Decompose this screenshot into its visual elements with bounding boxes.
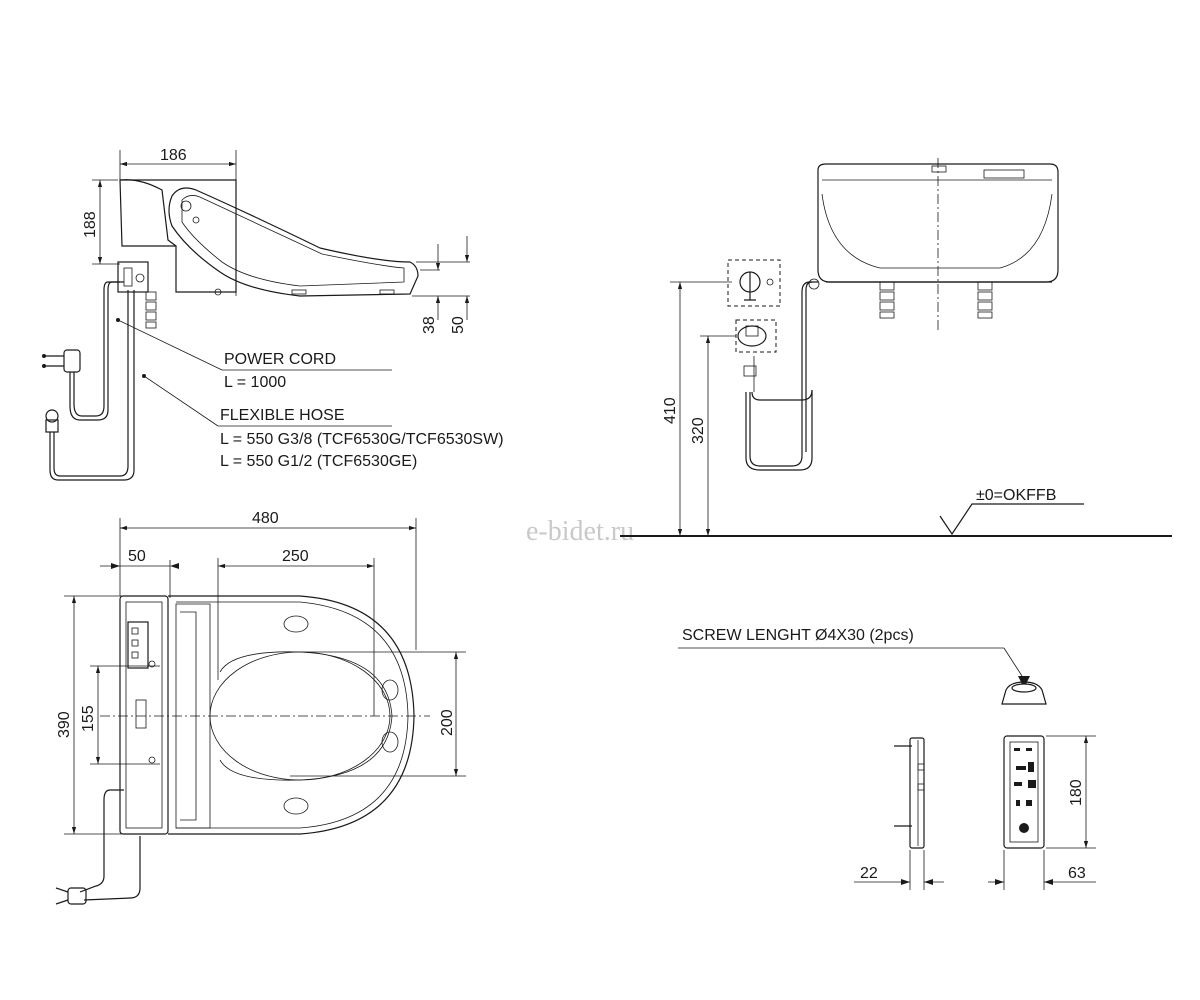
screw-length-label: SCREW LENGHT Ø4X30 (2pcs) — [682, 627, 914, 644]
wall-bracket-icon — [727, 259, 781, 353]
side-view: 186 188 38 50 — [82, 147, 470, 334]
power-cord-and-hose — [42, 281, 392, 481]
hose-connector-icon — [45, 409, 59, 433]
remote-control-icon — [1003, 735, 1045, 849]
dim-left-offset: 50 — [128, 548, 146, 565]
remote-section: SCREW LENGHT Ø4X30 (2pcs) — [678, 627, 1096, 890]
dim-front-a: 38 — [421, 316, 438, 334]
dim-front-b: 50 — [450, 316, 467, 334]
dim-seat-opening: 200 — [439, 709, 456, 736]
hose-title: FLEXIBLE HOSE — [220, 407, 345, 424]
screw-icon — [1001, 676, 1047, 705]
dim-remote-height: 180 — [1068, 779, 1085, 806]
power-plug-icon — [42, 349, 81, 373]
dim-remote-thickness: 22 — [860, 865, 878, 882]
hose-spec-2: L = 550 G1/2 (TCF6530GE) — [220, 453, 417, 470]
dim-inner-width: 250 — [282, 548, 309, 565]
dim-height-inlet: 320 — [690, 417, 707, 444]
power-plug-icon — [55, 887, 87, 905]
remote-control-icon — [894, 737, 925, 849]
dim-overall-depth: 390 — [56, 711, 73, 738]
power-cord-title: POWER CORD — [224, 351, 336, 368]
watermark: e-bidet.ru — [526, 516, 634, 547]
power-cord-length: L = 1000 — [224, 374, 286, 391]
floor-reference-label: ±0=OKFFB — [976, 487, 1056, 504]
dim-side-height: 188 — [82, 211, 99, 238]
dim-overall-width: 480 — [252, 510, 279, 527]
hose-spec-1: L = 550 G3/8 (TCF6530G/TCF6530SW) — [220, 431, 504, 448]
dim-remote-width: 63 — [1068, 865, 1086, 882]
rear-view: ±0=OKFFB 410 320 — [620, 158, 1172, 537]
dim-height-total: 410 — [662, 397, 679, 424]
top-view: 480 50 250 390 155 200 — [55, 510, 466, 905]
dim-side-width: 186 — [160, 147, 187, 164]
dim-mount-spacing: 155 — [80, 705, 97, 732]
